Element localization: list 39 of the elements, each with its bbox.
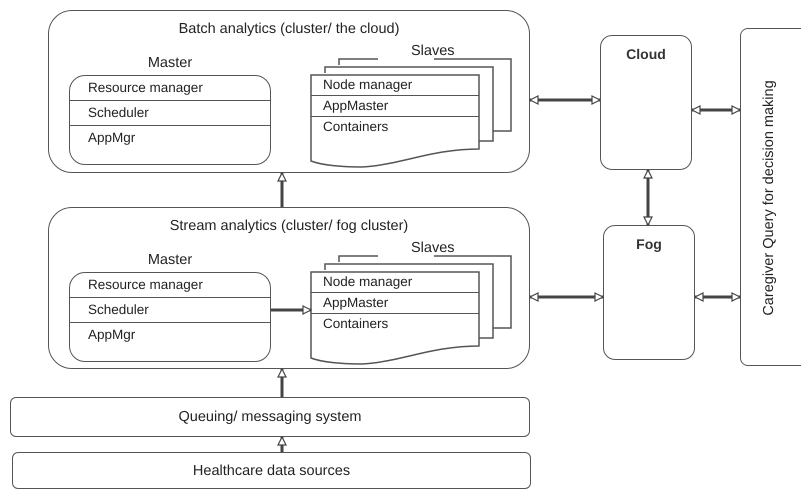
cluster-panel <box>48 10 530 173</box>
bar-label: Queuing/ messaging system <box>178 409 362 425</box>
double-line-arrow <box>691 105 741 115</box>
layer-bar <box>12 452 531 489</box>
panel-label: Caregiver Query for decision making <box>761 80 777 316</box>
list-row-text: AppMgr <box>87 326 136 344</box>
list-row: Resource manager <box>70 273 270 298</box>
list-row: AppMaster <box>311 96 479 117</box>
cluster-panel <box>48 207 530 369</box>
box-label: Cloud <box>626 46 666 62</box>
panel-title: Batch analytics (cluster/ the cloud) <box>178 21 400 37</box>
bar-label: Healthcare data sources <box>192 462 350 478</box>
component-heading: Slaves <box>411 43 455 59</box>
double-line-arrow <box>277 368 287 397</box>
storage-box <box>600 35 692 170</box>
panel-title: Stream analytics (cluster/ fog cluster) <box>170 218 408 234</box>
component-heading: Master <box>148 252 192 268</box>
layer-bar <box>10 397 530 437</box>
list-row: Scheduler <box>70 101 270 126</box>
list-row: Resource manager <box>70 76 270 101</box>
list-row: AppMaster <box>311 293 479 314</box>
list-row: Scheduler <box>70 298 270 323</box>
list-row: Node manager <box>311 272 479 293</box>
box-label: Fog <box>636 236 662 252</box>
double-line-arrow <box>277 436 287 452</box>
component-heading: Slaves <box>411 240 455 256</box>
component-heading: Master <box>148 55 192 71</box>
list-row-text: Containers <box>322 315 390 333</box>
double-line-arrow <box>271 305 312 315</box>
query-panel <box>740 28 801 366</box>
list-row-text: Containers <box>322 118 390 136</box>
double-line-arrow <box>643 169 653 226</box>
storage-box <box>603 225 695 360</box>
list-row: Node manager <box>311 75 479 96</box>
double-line-arrow <box>529 95 601 105</box>
double-line-arrow <box>277 172 287 207</box>
double-line-arrow <box>529 292 604 302</box>
double-line-arrow <box>694 292 741 302</box>
list-row-text: AppMgr <box>87 129 136 147</box>
